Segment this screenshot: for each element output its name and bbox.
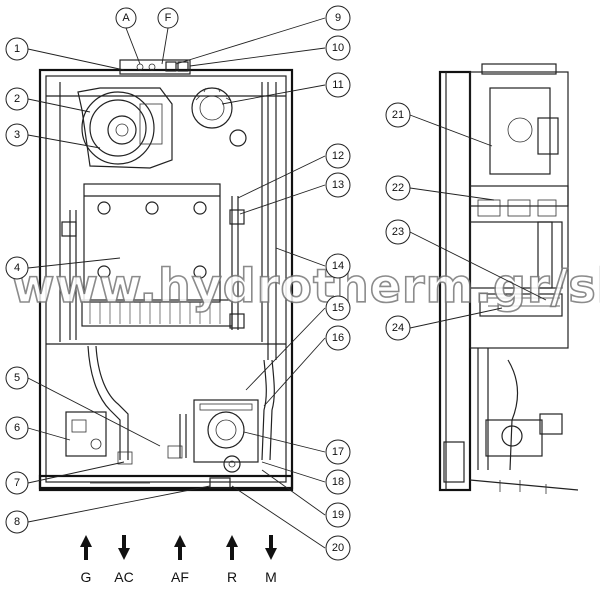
callout-18-label: 18 xyxy=(332,476,344,488)
callout-1: 1 xyxy=(5,37,29,61)
callout-11: 11 xyxy=(325,72,351,98)
callout-24-label: 24 xyxy=(392,322,404,334)
callout-2: 2 xyxy=(5,87,29,111)
connection-G-label: G xyxy=(81,569,92,585)
callout-19: 19 xyxy=(325,502,351,528)
callout-21-label: 21 xyxy=(392,109,404,121)
callout-20: 20 xyxy=(325,535,351,561)
callout-F: F xyxy=(157,7,179,29)
callout-5: 5 xyxy=(5,366,29,390)
callout-19-label: 19 xyxy=(332,509,344,521)
connection-R: R xyxy=(226,535,238,585)
callout-8-label: 8 xyxy=(14,516,20,528)
callout-22-label: 22 xyxy=(392,182,404,194)
callout-16-label: 16 xyxy=(332,332,344,344)
callout-13: 13 xyxy=(325,172,351,198)
callout-3-label: 3 xyxy=(14,129,20,141)
callout-16: 16 xyxy=(325,325,351,351)
callout-5-label: 5 xyxy=(14,372,20,384)
callout-12: 12 xyxy=(325,143,351,169)
callout-24: 24 xyxy=(385,315,411,341)
callout-A-label: A xyxy=(122,12,130,24)
watermark-text: www.hydrotherm.gr/shop xyxy=(12,259,600,313)
callout-13-label: 13 xyxy=(332,179,344,191)
callout-15: 15 xyxy=(325,295,351,321)
callout-4: 4 xyxy=(5,256,29,280)
callout-17-label: 17 xyxy=(332,446,344,458)
connection-AC-label: AC xyxy=(114,569,133,585)
callout-6-label: 6 xyxy=(14,422,20,434)
callout-F-label: F xyxy=(165,12,172,24)
callout-10-label: 10 xyxy=(332,42,344,54)
callout-A: A xyxy=(115,7,137,29)
connection-M: M xyxy=(265,535,277,585)
callout-17: 17 xyxy=(325,439,351,465)
callout-2-label: 2 xyxy=(14,93,20,105)
connection-G: G xyxy=(80,535,92,585)
leader-lines xyxy=(27,17,547,549)
connection-AF: AF xyxy=(171,535,189,585)
callout-15-label: 15 xyxy=(332,302,344,314)
callout-14-label: 14 xyxy=(332,260,344,272)
callout-21: 21 xyxy=(385,102,411,128)
connection-AC: AC xyxy=(114,535,134,585)
callout-10: 10 xyxy=(325,35,351,61)
connection-M-label: M xyxy=(265,569,277,585)
arrow-down-icon xyxy=(118,535,130,560)
callout-14: 14 xyxy=(325,253,351,279)
callout-9: 9 xyxy=(325,5,351,31)
callout-7: 7 xyxy=(5,471,29,495)
arrow-up-icon xyxy=(226,535,238,560)
callout-23: 23 xyxy=(385,219,411,245)
callout-7-label: 7 xyxy=(14,477,20,489)
callout-8: 8 xyxy=(5,510,29,534)
callout-18: 18 xyxy=(325,469,351,495)
callout-20-label: 20 xyxy=(332,542,344,554)
connection-AF-label: AF xyxy=(171,569,189,585)
arrow-up-icon xyxy=(80,535,92,560)
arrow-up-icon xyxy=(174,535,186,560)
callout-3: 3 xyxy=(5,123,29,147)
callout-1-label: 1 xyxy=(14,43,20,55)
side-view xyxy=(438,63,579,494)
callout-22: 22 xyxy=(385,175,411,201)
callout-12-label: 12 xyxy=(332,150,344,162)
connection-R-label: R xyxy=(227,569,237,585)
callout-11-label: 11 xyxy=(332,79,343,91)
callout-4-label: 4 xyxy=(14,262,20,274)
callout-6: 6 xyxy=(5,416,29,440)
arrow-down-icon xyxy=(265,535,277,560)
front-view xyxy=(38,59,294,492)
callout-23-label: 23 xyxy=(392,226,404,238)
callout-9-label: 9 xyxy=(335,12,341,24)
